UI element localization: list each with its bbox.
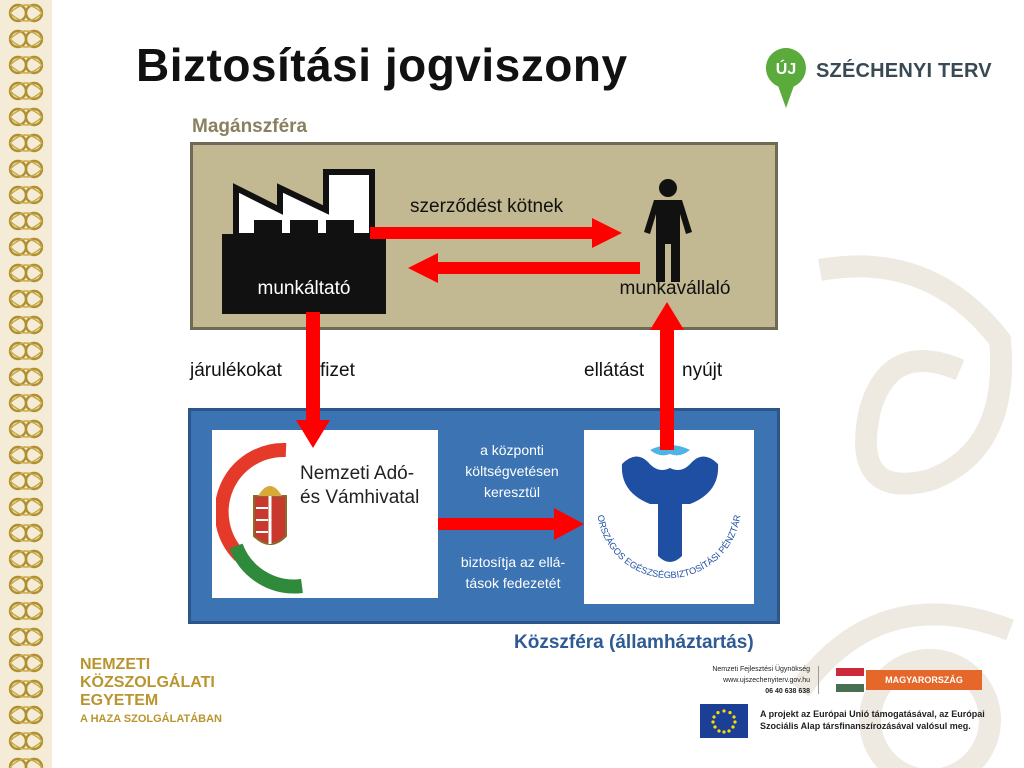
service-label-1: ellátást: [584, 360, 645, 381]
coverage-text: biztosítja az ellá- tások fedezetét: [440, 552, 586, 594]
nfu-line3: 06 40 638 638: [765, 688, 810, 695]
private-sector-title: Magánszféra: [192, 116, 308, 137]
nke-tagline: A HAZA SZOLGÁLATÁBAN: [80, 713, 222, 725]
ornament-pattern-icon: [0, 0, 52, 768]
szechenyi-badge: ÚJ: [776, 59, 796, 78]
employer-label: munkáltató: [257, 278, 351, 299]
nfu-line2: www.ujszechenyiterv.gov.hu: [723, 677, 810, 684]
person-icon: [644, 179, 692, 282]
budget-line3: keresztül: [483, 484, 541, 500]
budget-text: a központi költségvetésen keresztül: [446, 440, 578, 503]
eu-funding-text: A projekt az Európai Unió támogatásával,…: [760, 709, 985, 731]
budget-line2: költségvetésen: [465, 463, 559, 479]
contribution-label-1: járulékokat: [190, 360, 282, 381]
nke-logo: NEMZETI KÖZSZOLGÁLATI EGYETEM A HAZA SZO…: [80, 656, 222, 728]
nav-logo-icon: [216, 442, 303, 594]
slide-title: Biztosítási jogviszony: [136, 39, 628, 91]
eu-flag-icon: [700, 704, 748, 738]
nfu-info: Nemzeti Fejlesztési Ügynökség www.ujszec…: [684, 664, 810, 697]
coverage-line2: tások fedezetét: [465, 575, 561, 591]
budget-line1: a központi: [480, 442, 544, 458]
nke-line1: NEMZETI: [80, 656, 151, 673]
factory-icon: [222, 169, 386, 314]
contract-label: szerződést kötnek: [410, 196, 564, 217]
nav-name-line1: Nemzeti Adó-: [300, 463, 415, 484]
hungarian-flag-icon: [836, 668, 864, 692]
public-sector-title: Közszféra (államháztartás): [514, 632, 754, 653]
background-ornament-icon: [791, 255, 1014, 768]
nfu-line1: Nemzeti Fejlesztési Ügynökség: [712, 666, 810, 673]
szechenyi-logo-icon: ÚJ: [765, 48, 806, 108]
nke-line3: EGYETEM: [80, 692, 159, 709]
nav-name: Nemzeti Adó- és Vámhivatal: [300, 462, 419, 510]
service-label-2: nyújt: [682, 360, 723, 381]
nav-name-line2: és Vámhivatal: [300, 487, 420, 508]
oep-logo-icon: ORSZÁGOS EGÉSZSÉGBIZTOSÍTÁSI PÉNZTÁR: [596, 445, 742, 580]
ornamental-border: [0, 0, 52, 768]
magyarorszag-megujul-badge: MAGYARORSZÁG MEGÚJUL: [866, 670, 982, 705]
employee-label: munkavállaló: [619, 278, 731, 299]
nke-line2: KÖZSZOLGÁLATI: [80, 674, 215, 691]
footer-divider: [818, 666, 819, 694]
coverage-line1: biztosítja az ellá-: [460, 554, 566, 570]
contribution-label-2: fizet: [320, 360, 355, 381]
szechenyi-text: SZÉCHENYI TERV: [816, 60, 992, 82]
